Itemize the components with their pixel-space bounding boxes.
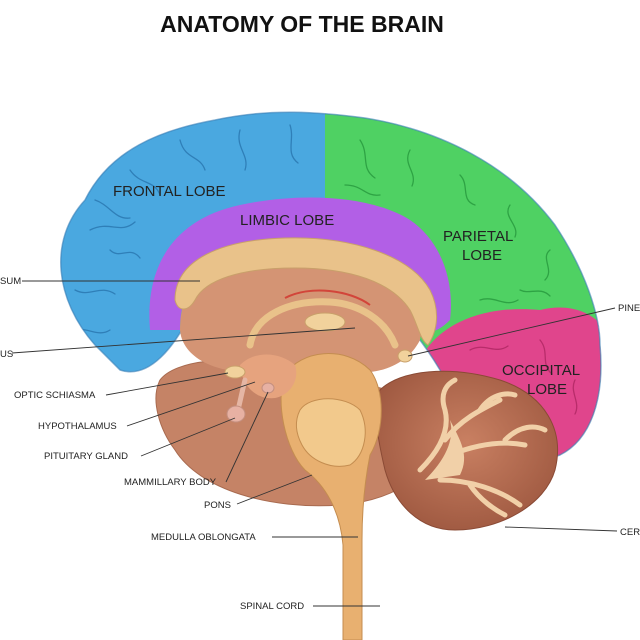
pituitary-gland-label: PITUITARY GLAND <box>44 451 128 462</box>
mammillary-body <box>262 383 274 393</box>
parietal-lobe-label: PARIETAL <box>443 228 513 245</box>
optic-chiasma <box>225 366 245 378</box>
pons-label: PONS <box>204 500 231 511</box>
medulla-oblongata-label: MEDULLA OBLONGATA <box>151 532 256 543</box>
parietal-lobe-label-2: LOBE <box>462 247 502 264</box>
cerebellum-label: CER <box>620 527 640 538</box>
mammillary-body-label: MAMMILLARY BODY <box>124 477 217 488</box>
diagram-title: ANATOMY OF THE BRAIN <box>160 11 444 37</box>
frontal-lobe-label: FRONTAL LOBE <box>113 183 226 200</box>
pituitary-gland <box>227 406 245 422</box>
pineal-label: PINE <box>618 303 640 314</box>
thalamus-label: US <box>0 349 13 360</box>
thalamus <box>305 313 345 331</box>
limbic-lobe-label: LIMBIC LOBE <box>240 212 334 229</box>
hypothalamus-label: HYPOTHALAMUS <box>38 421 117 432</box>
spinal-cord-label: SPINAL CORD <box>240 601 304 612</box>
optic-chiasma-label: OPTIC SCHIASMA <box>14 390 96 401</box>
corpus-callosum-label: SUM <box>0 276 21 287</box>
occipital-lobe-label-2: LOBE <box>527 381 567 398</box>
occipital-lobe-label: OCCIPITAL <box>502 362 580 379</box>
